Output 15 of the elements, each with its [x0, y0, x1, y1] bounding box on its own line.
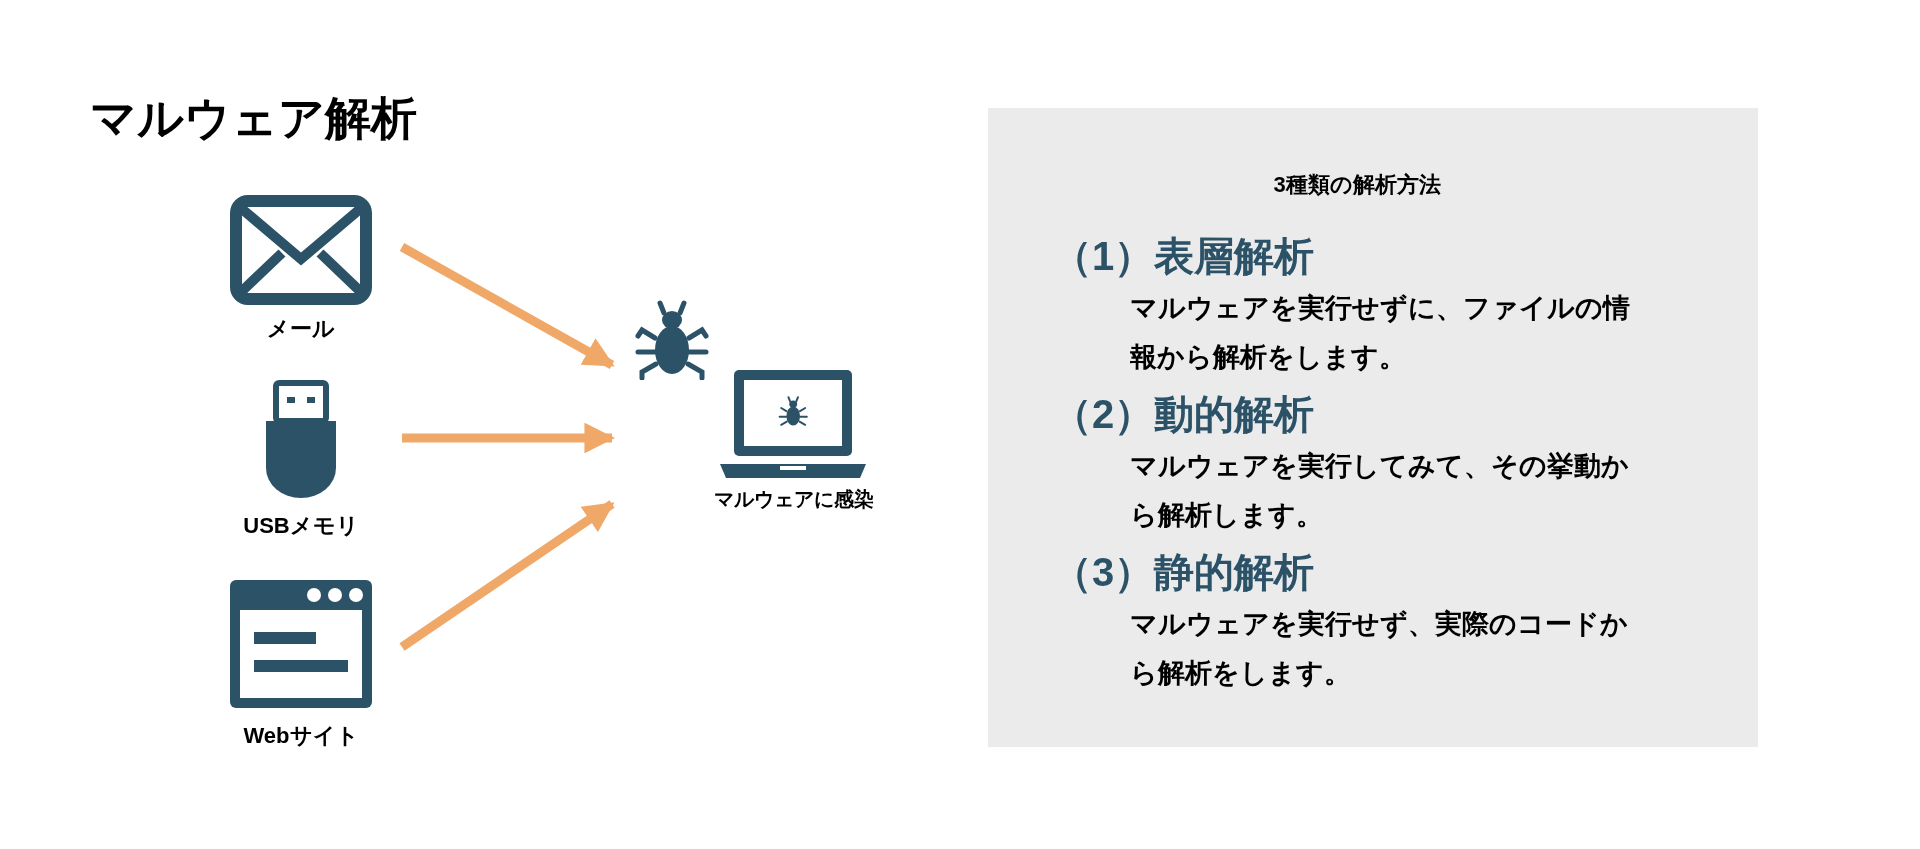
- section-heading: （1）表層解析: [1052, 233, 1316, 280]
- icon-caption: Webサイト: [243, 722, 359, 750]
- arrow: [399, 500, 615, 651]
- section-heading: （2）動的解析: [1052, 391, 1316, 438]
- arrow: [399, 243, 615, 369]
- section-description: マルウェアを実行せず、実際のコードから解析をします。: [1130, 608, 1629, 690]
- icon-caption: USBメモリ: [243, 512, 359, 540]
- panel-heading: 3種類の解析方法: [1272, 171, 1442, 199]
- section-description: マルウェアを実行してみて、その挙動から解析します。: [1130, 450, 1630, 532]
- section-heading: （3）静的解析: [1052, 549, 1316, 596]
- title: マルウェア解析: [90, 91, 417, 146]
- section-description: マルウェアを実行せずに、ファイルの情報から解析をします。: [1130, 292, 1631, 374]
- arrow: [402, 422, 616, 454]
- icon-caption: メール: [267, 315, 335, 343]
- icon-caption: マルウェアに感染: [713, 487, 875, 512]
